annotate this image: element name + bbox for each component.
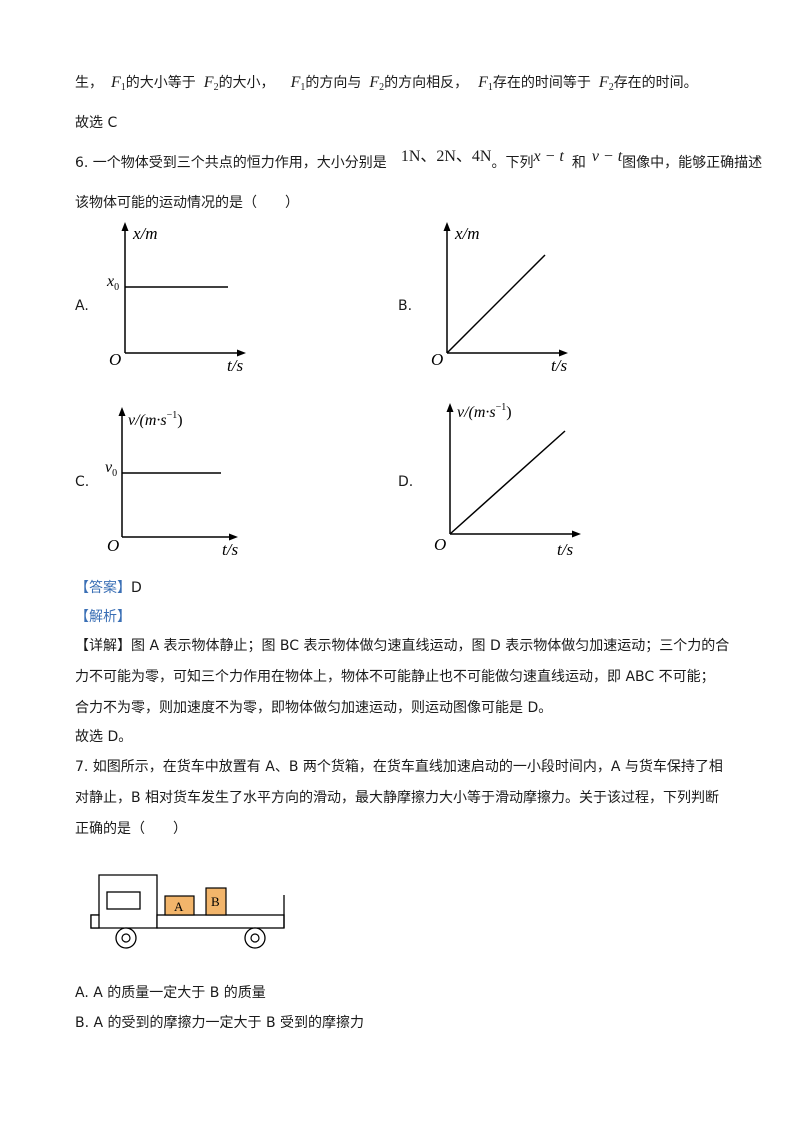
x-axis-label: t/s <box>227 356 243 375</box>
graph-line <box>446 254 546 354</box>
x-axis-label: t/s <box>557 540 573 559</box>
q6-stem-line1: 6. 一个物体受到三个共点的恒力作用，大小分别是 1N、2N、4N。下列x − t… <box>75 148 763 173</box>
answer-tag: 【答案】 <box>75 580 131 596</box>
q7-option-b: B. A 的受到的摩擦力一定大于 B 受到的摩擦力 <box>75 1015 365 1031</box>
graph-c: v/(m·s−1) v0 O t/s <box>105 407 238 559</box>
truck-bed <box>156 914 285 929</box>
level-label: x0 <box>106 273 119 293</box>
F1-symbol: F1 <box>290 74 306 93</box>
F2-symbol: F2 <box>598 74 614 93</box>
graph-a: x/m x0 O t/s <box>106 222 246 375</box>
y-axis-label: x/m <box>132 224 158 243</box>
q6-vt-symbol: v − t <box>591 148 623 165</box>
text-seg: 的大小， <box>218 75 275 91</box>
cargo-box-a <box>164 895 195 916</box>
y-axis-label: v/(m·s−1) <box>457 402 512 421</box>
F1-symbol: F1 <box>111 74 126 93</box>
origin-label: O <box>431 350 443 369</box>
prev-choice: 故选 C <box>75 115 118 131</box>
q6-xt-symbol: x − t <box>533 148 564 165</box>
truck-window <box>106 891 141 910</box>
y-axis-arrow <box>443 222 451 231</box>
x-axis-arrow <box>559 349 568 357</box>
truck-diagram: A B <box>90 874 285 949</box>
q6-stem-text: 和 <box>571 155 586 171</box>
cargo-box-b-label: B <box>211 894 220 909</box>
cargo-box-a-label: A <box>174 899 184 914</box>
cargo-box-b <box>205 887 227 916</box>
detail-text: 图 A 表示物体静止；图 BC 表示物体做匀速直线运动，图 D 表示物体做匀加速… <box>131 638 730 654</box>
front-wheel-hub <box>121 933 131 943</box>
answer-value: D <box>131 580 142 596</box>
graph-line <box>449 430 566 535</box>
analysis-tag: 【解析】 <box>75 609 131 625</box>
y-axis-arrow <box>446 403 454 412</box>
q6-choice: 故选 D。 <box>75 729 133 745</box>
x-axis-arrow <box>237 349 246 357</box>
q7-stem-line1: 7. 如图所示，在货车中放置有 A、B 两个货箱，在货车直线加速启动的一小段时间… <box>75 759 723 775</box>
text-seg: 存在的时间等于 <box>492 75 591 91</box>
text-seg: 的方向与 <box>305 75 362 91</box>
q6-stem-text: 。下列 <box>491 155 534 171</box>
q6-detail-line3: 合力不为零，则加速度不为零，即物体做匀加速运动，则运动图像可能是 D。 <box>75 700 553 716</box>
detail-tag: 【详解】 <box>75 638 131 654</box>
origin-label: O <box>434 535 446 554</box>
q6-answer: 【答案】D <box>75 578 142 598</box>
text-seg: 生， <box>75 75 103 91</box>
option-a-label: A. <box>75 298 89 314</box>
x-axis-arrow <box>572 530 581 538</box>
q6-stem-line2: 该物体可能的运动情况的是（ ） <box>75 195 299 211</box>
x-axis-label: t/s <box>551 356 567 375</box>
level-label: v0 <box>105 459 117 479</box>
q6-stem-text: 图像中，能够正确描述 <box>622 155 763 171</box>
rear-wheel-hub <box>250 933 260 943</box>
y-axis-label: v/(m·s−1) <box>128 410 183 429</box>
q6-detail-line2: 力不可能为零，可知三个力作用在物体上，物体不可能静止也不可能做匀速直线运动，即 … <box>75 669 715 685</box>
F2-symbol: F2 <box>203 74 219 93</box>
truck-bumper <box>90 914 100 929</box>
q6-detail-line1: 【详解】图 A 表示物体静止；图 BC 表示物体做匀速直线运动，图 D 表示物体… <box>75 636 729 656</box>
text-seg: 存在的时间。 <box>613 75 698 91</box>
graph-b: x/m O t/s <box>431 222 568 375</box>
text-seg: 的大小等于 <box>125 75 196 91</box>
q6-analysis-tag: 【解析】 <box>75 607 131 627</box>
q7-option-a: A. A 的质量一定大于 B 的质量 <box>75 985 266 1001</box>
y-axis-label: x/m <box>454 224 480 243</box>
q6-forces: 1N、2N、4N <box>400 148 492 165</box>
x-axis-label: t/s <box>222 540 238 559</box>
graph-d: v/(m·s−1) O t/s <box>434 402 581 559</box>
q7-stem-line2: 对静止，B 相对货车发生了水平方向的滑动，最大静摩擦力大小等于滑动摩擦力。关于该… <box>75 790 720 806</box>
F1-symbol: F1 <box>478 74 493 93</box>
q7-stem-line3: 正确的是（ ） <box>75 821 187 837</box>
F2-symbol: F2 <box>369 74 385 93</box>
y-axis-arrow <box>121 222 129 231</box>
option-b-label: B. <box>398 298 413 314</box>
origin-label: O <box>109 350 121 369</box>
x-axis-arrow <box>229 533 238 541</box>
option-d-label: D. <box>398 474 414 490</box>
text-seg: 的方向相反， <box>384 75 469 91</box>
q6-stem-text: 6. 一个物体受到三个共点的恒力作用，大小分别是 <box>75 155 387 171</box>
y-axis-arrow <box>118 407 126 416</box>
option-c-label: C. <box>75 474 90 490</box>
origin-label: O <box>107 536 119 555</box>
